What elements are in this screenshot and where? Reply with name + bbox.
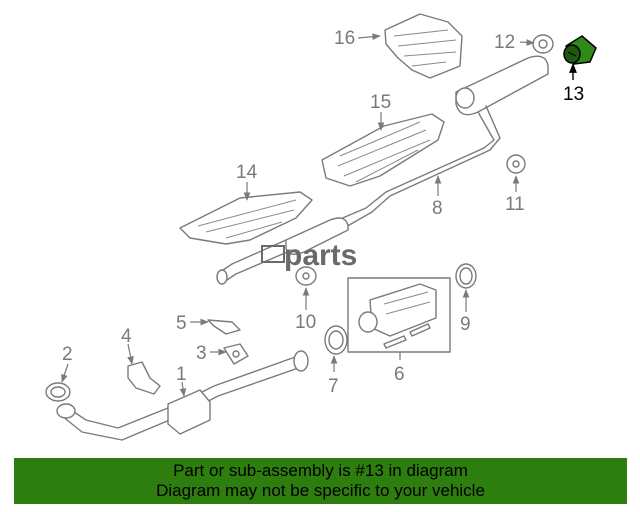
callout-11: 11	[505, 194, 525, 215]
callout-9: 9	[460, 314, 471, 335]
callout-12: 12	[494, 32, 515, 53]
callout-3: 3	[196, 343, 207, 364]
part-16-heat-shield[interactable]	[384, 13, 463, 79]
callout-labels: 16 12 13 15 14 8 11 10 9 6 7 5 3 4 1 2	[62, 28, 584, 397]
callout-13: 13	[563, 84, 584, 105]
part-10-hanger[interactable]	[295, 266, 317, 286]
exhaust-system-diagram: parts	[45, 13, 597, 441]
part-11-hanger[interactable]	[506, 154, 526, 174]
part-12-hanger-ring[interactable]	[532, 34, 554, 54]
watermark-text: parts	[284, 239, 357, 272]
part-5-bracket[interactable]	[207, 319, 241, 335]
watermark-logo: parts	[261, 239, 357, 272]
part-3-hanger[interactable]	[223, 343, 249, 365]
callout-6: 6	[394, 364, 405, 385]
part-15-heat-shield[interactable]	[321, 113, 445, 187]
part-8-muffler-pipe[interactable]	[216, 55, 549, 285]
callout-1: 1	[176, 364, 187, 385]
leader-lines	[61, 33, 577, 397]
callout-5: 5	[176, 313, 187, 334]
callout-10: 10	[295, 312, 316, 333]
callout-8: 8	[432, 198, 443, 219]
callout-4: 4	[121, 326, 132, 347]
part-4-bracket[interactable]	[127, 361, 161, 395]
banner-line-1: Part or sub-assembly is #13 in diagram	[173, 461, 468, 480]
part-7-gasket[interactable]	[324, 325, 348, 355]
callout-14: 14	[236, 162, 258, 183]
callout-16: 16	[334, 28, 355, 49]
part-13-exhaust-tip[interactable]	[563, 35, 597, 65]
part-9-gasket[interactable]	[455, 263, 477, 289]
banner-line-2: Diagram may not be specific to your vehi…	[156, 481, 485, 500]
callout-2: 2	[62, 344, 73, 365]
info-banner: Part or sub-assembly is #13 in diagram D…	[14, 458, 627, 504]
part-6-converter-kit[interactable]	[347, 277, 451, 353]
callout-7: 7	[328, 376, 339, 397]
part-1-front-pipe[interactable]	[56, 350, 309, 441]
part-2-gasket[interactable]	[45, 382, 71, 402]
part-14-heat-shield[interactable]	[179, 191, 313, 245]
callout-15: 15	[370, 92, 391, 113]
